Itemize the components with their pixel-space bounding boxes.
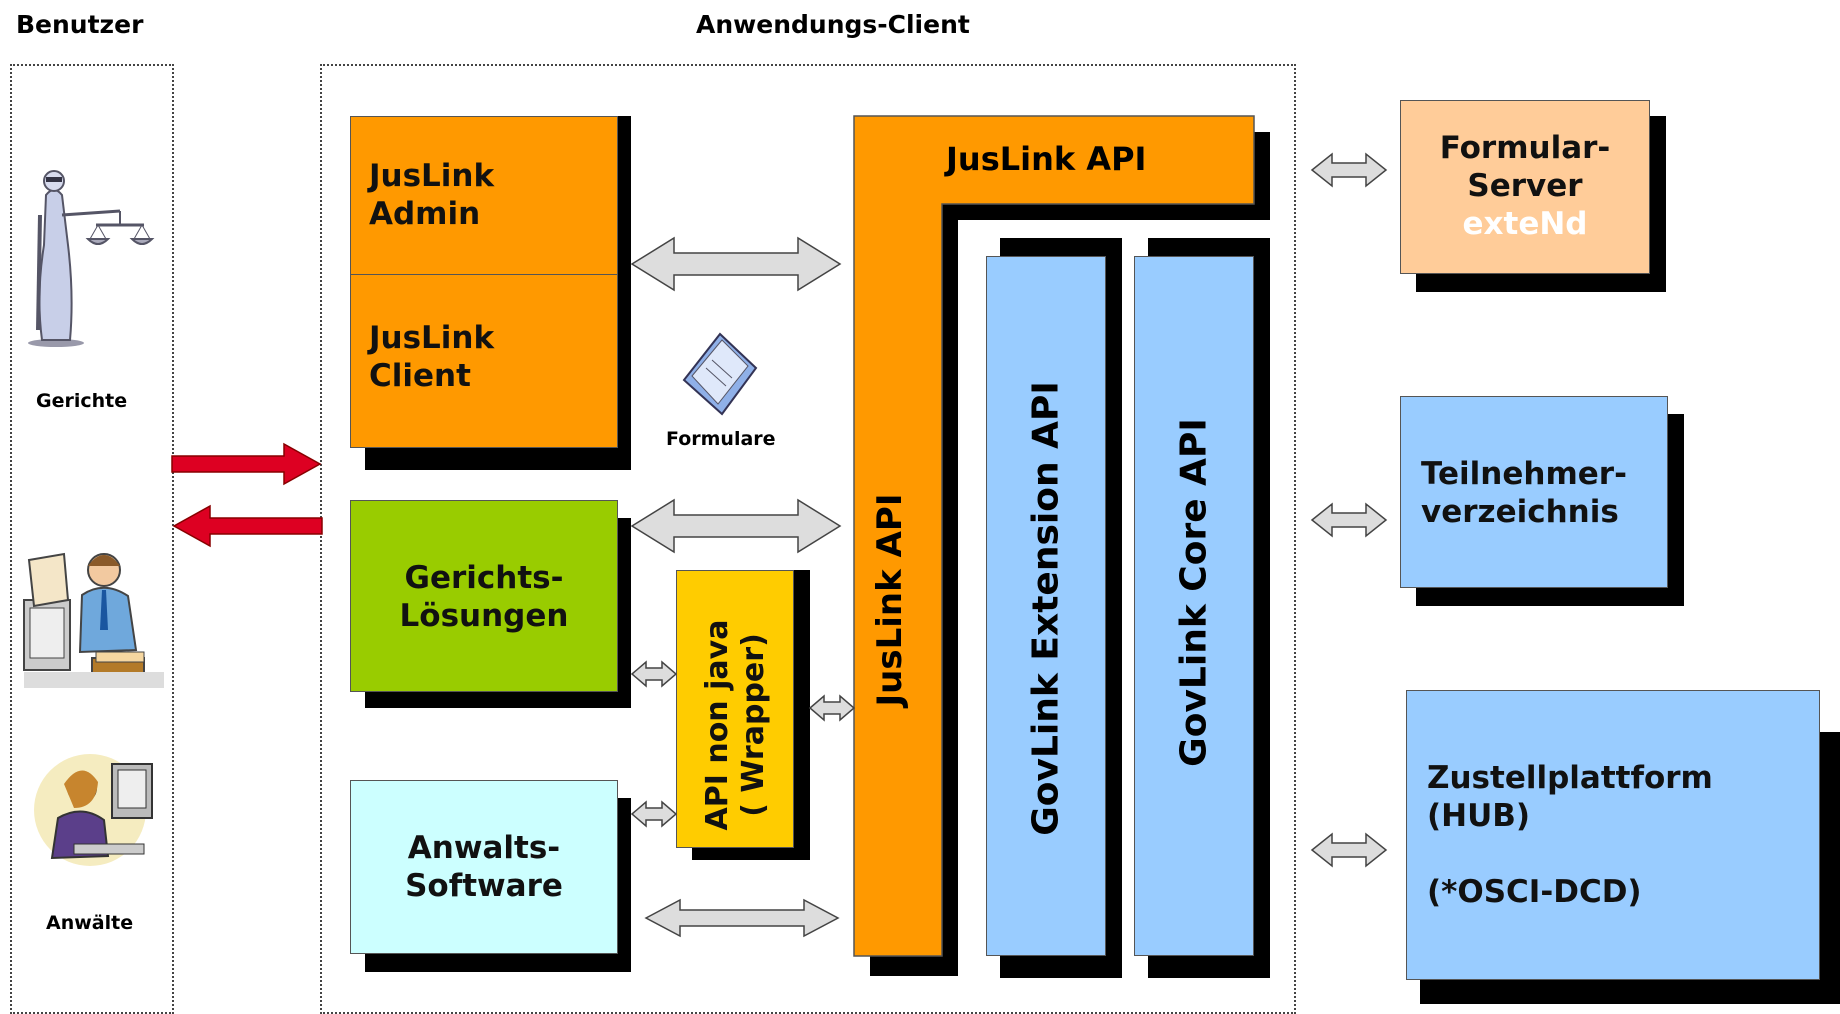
lawyer-api-arrow-icon xyxy=(644,898,840,938)
client-header: Anwendungs-Client xyxy=(696,10,970,39)
request-arrow-icon xyxy=(171,442,322,486)
hub-arrow-icon xyxy=(1310,832,1388,868)
form-server-line1: Formular- xyxy=(1439,130,1611,166)
hub-line-spacer xyxy=(1427,835,1713,873)
admin-line2: Admin xyxy=(369,196,481,232)
lawyer-icon xyxy=(34,754,153,866)
hub-line1: Zustellplattform xyxy=(1427,760,1713,796)
hub-box: Zustellplattform (HUB) (*OSCI-DCD) xyxy=(1406,690,1820,980)
court-api-arrow-icon xyxy=(630,498,842,554)
users-header: Benutzer xyxy=(16,10,144,39)
wrapper-api-arrow-icon xyxy=(808,694,856,722)
hub-line4: (*OSCI-DCD) xyxy=(1427,874,1642,910)
directory-box: Teilnehmer- verzeichnis xyxy=(1400,396,1668,588)
directory-line1: Teilnehmer- xyxy=(1421,456,1627,492)
lawyer-software-box: Anwalts- Software xyxy=(350,780,618,954)
court-solutions-box: Gerichts- Lösungen xyxy=(350,500,618,692)
juslink-api-shape xyxy=(853,115,1270,976)
court-solutions-line2: Lösungen xyxy=(399,598,569,634)
lawyer-software-line2: Software xyxy=(405,868,563,904)
court-wrapper-arrow-icon xyxy=(630,660,678,688)
client-line1: JusLink xyxy=(369,320,495,356)
govlink-extension-box xyxy=(986,256,1106,956)
lawyer-software-line1: Anwalts- xyxy=(407,830,561,866)
admin-api-arrow-icon xyxy=(630,236,842,292)
wrapper-api-box: API non java ( Wrapper) xyxy=(676,570,794,848)
directory-arrow-icon xyxy=(1310,502,1388,538)
forms-label: Formulare xyxy=(666,428,776,450)
juslink-client-box: JusLink Client xyxy=(350,274,618,448)
red-arrows xyxy=(171,442,323,548)
justice-statue-icon xyxy=(28,170,155,347)
form-server-arrow-icon xyxy=(1310,152,1388,188)
court-solutions-line1: Gerichts- xyxy=(404,560,564,596)
juslink-api-top-label: JusLink API xyxy=(946,140,1147,178)
hub-line2: (HUB) xyxy=(1427,798,1531,834)
lawyer-wrapper-arrow-icon xyxy=(630,800,678,828)
directory-line2: verzeichnis xyxy=(1421,494,1619,530)
lawyers-label: Anwälte xyxy=(46,912,134,934)
form-server-line2: Server xyxy=(1467,168,1583,204)
response-arrow-icon xyxy=(172,504,323,548)
govlink-core-box xyxy=(1134,256,1254,956)
juslink-admin-box: JusLink Admin xyxy=(350,116,618,278)
forms-folder-icon xyxy=(682,332,758,416)
court-clerk-icon xyxy=(23,552,164,688)
courts-label: Gerichte xyxy=(36,390,128,412)
client-line2: Client xyxy=(369,358,471,394)
form-server-box: Formular- Server exteNd xyxy=(1400,100,1650,274)
admin-line1: JusLink xyxy=(369,158,495,194)
form-server-product: exteNd xyxy=(1462,206,1588,242)
